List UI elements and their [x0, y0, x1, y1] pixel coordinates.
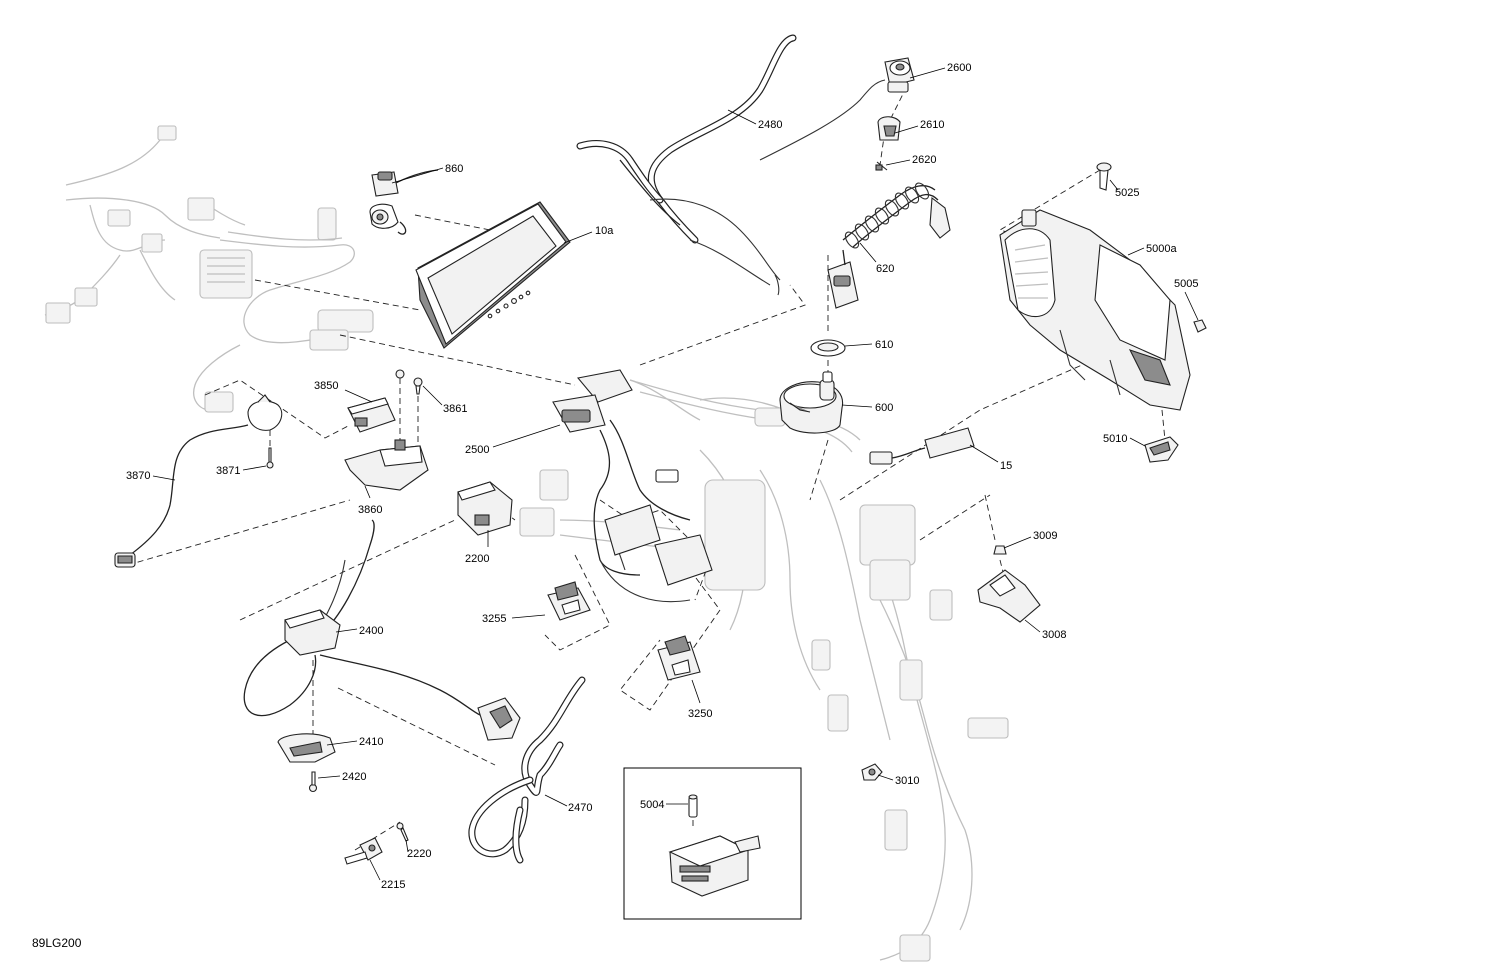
part-10a-display [415, 201, 571, 349]
part-5000a-module [999, 209, 1191, 411]
callout-600: 600 [875, 402, 893, 414]
part-2600-switch [884, 57, 915, 93]
callout-2410: 2410 [359, 736, 383, 748]
callout-leaders [152, 67, 1199, 881]
part-2410-bracket [277, 733, 336, 763]
part-3861-screw [413, 377, 423, 395]
callout-3860: 3860 [358, 504, 382, 516]
part-2215-pin [344, 837, 383, 865]
part-3860-bracket [344, 439, 429, 491]
callout-3871: 3871 [216, 465, 240, 477]
callout-2610: 2610 [920, 119, 944, 131]
part-2220-screw [396, 822, 409, 842]
callout-3009: 3009 [1033, 530, 1057, 542]
part-2400-switch [243, 519, 521, 741]
callout-610: 610 [875, 339, 893, 351]
callout-15: 15 [1000, 460, 1012, 472]
callout-3255: 3255 [482, 613, 506, 625]
callout-3010: 3010 [895, 775, 919, 787]
part-5010-clip [1144, 436, 1179, 463]
callout-labels: 860 10a 2480 2600 2610 2620 620 610 600 … [32, 62, 1198, 950]
part-3008-bracket [977, 569, 1041, 623]
inset-frame-5004 [623, 767, 802, 920]
callout-3850: 3850 [314, 380, 338, 392]
reference-code: 89LG200 [32, 936, 82, 950]
callout-3861: 3861 [443, 403, 467, 415]
part-5025-bolt [1096, 162, 1112, 191]
part-2200-sensor [457, 481, 513, 536]
part-5005-nut [1193, 319, 1207, 333]
callout-860: 860 [445, 163, 463, 175]
callout-2480: 2480 [758, 119, 782, 131]
part-3250-switch [657, 635, 701, 681]
part-610-ring [810, 339, 846, 357]
callout-2400: 2400 [359, 625, 383, 637]
callout-5025: 5025 [1115, 187, 1139, 199]
callout-2420: 2420 [342, 771, 366, 783]
background-frame-center [519, 379, 1009, 962]
callout-2500: 2500 [465, 444, 489, 456]
part-3255-switch [547, 581, 591, 621]
callout-620: 620 [876, 263, 894, 275]
callout-2620: 2620 [912, 154, 936, 166]
callout-2215: 2215 [381, 879, 405, 891]
part-620-coil-cord [827, 182, 951, 309]
part-2420-screw [308, 771, 318, 793]
callout-2600: 2600 [947, 62, 971, 74]
part-2620-screw [875, 161, 888, 171]
callout-5010: 5010 [1103, 433, 1127, 445]
part-3010-nut [861, 763, 883, 781]
callout-5005: 5005 [1174, 278, 1198, 290]
part-3870-sensor [114, 394, 283, 568]
background-harness-left [44, 125, 374, 413]
callout-2200: 2200 [465, 553, 489, 565]
callout-5000a: 5000a [1146, 243, 1177, 255]
callout-10a: 10a [595, 225, 614, 237]
part-2470-hose [468, 676, 586, 864]
part-2610-bracket [877, 116, 901, 141]
part-15-cable [869, 427, 975, 465]
part-2500-harness [552, 369, 713, 603]
callout-3870: 3870 [126, 470, 150, 482]
part-3871-screw [266, 447, 274, 469]
part-860-connector [369, 169, 439, 235]
callout-5004: 5004 [640, 799, 664, 811]
part-3850-relay [347, 369, 405, 433]
part-2480-hose [576, 34, 886, 296]
callout-3008: 3008 [1042, 629, 1066, 641]
part-600-ignition [779, 371, 844, 434]
callout-2220: 2220 [407, 848, 431, 860]
callout-2470: 2470 [568, 802, 592, 814]
callout-3250: 3250 [688, 708, 712, 720]
part-3009-screw [993, 545, 1007, 555]
